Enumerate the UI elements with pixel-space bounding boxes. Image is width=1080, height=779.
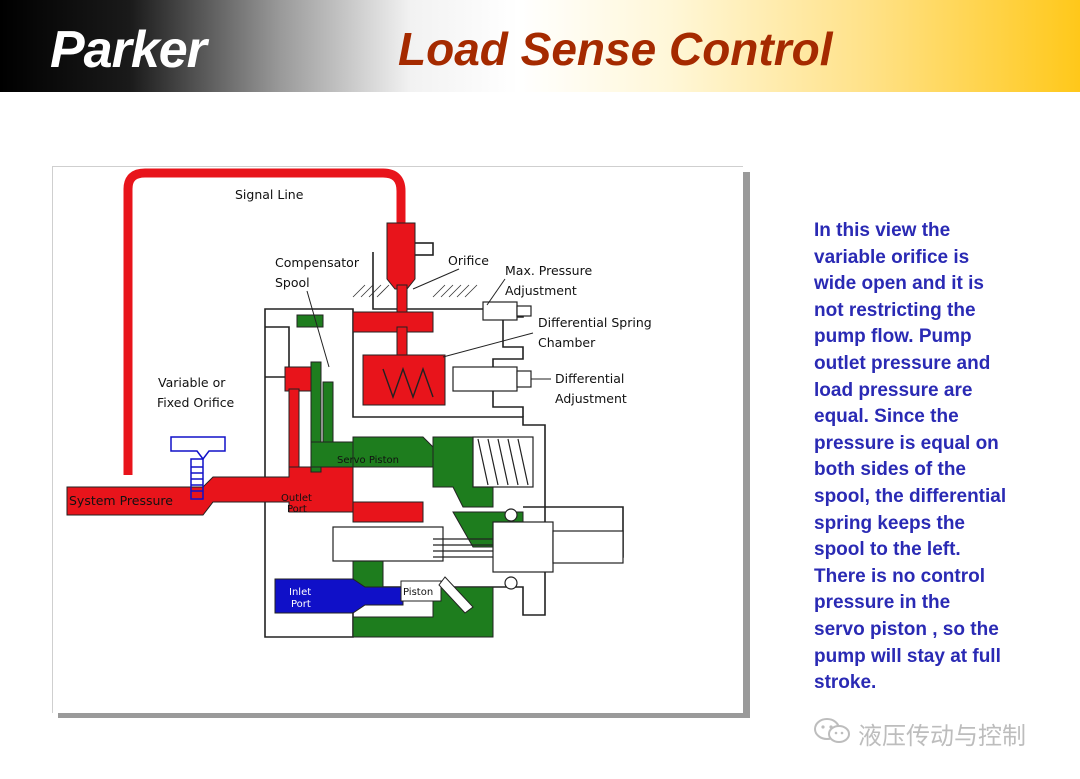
description-line: variable orifice is: [814, 246, 970, 268]
label-max-pressure-adjustment: Adjustment: [505, 283, 577, 298]
label-differential-adjustment: Adjustment: [555, 391, 627, 406]
header-banner: [0, 0, 1080, 92]
adjustment-screws: [452, 301, 532, 392]
description-line: pressure in the: [814, 592, 951, 614]
label-fixed-orifice: Fixed Orifice: [157, 395, 235, 410]
piston-block: [400, 576, 474, 614]
leader-lines: [306, 268, 551, 380]
description-line: not restricting the: [814, 299, 976, 321]
description-line: outlet pressure and: [814, 352, 991, 374]
label-piston: Piston: [403, 587, 433, 598]
description-line: There is no control: [814, 565, 986, 587]
label-inlet: Inlet: [289, 587, 311, 598]
description-line: spool, the differential: [814, 485, 1007, 507]
label-outlet: Outlet: [281, 493, 312, 504]
slide-title: Load Sense Control: [398, 23, 833, 75]
description-line: pump will stay at full: [814, 645, 1001, 667]
watermark-text: 液压传动与控制: [858, 721, 1026, 750]
label-outlet-port: Port: [287, 504, 307, 515]
description-line: stroke.: [814, 672, 877, 694]
description-line: load pressure are: [814, 379, 973, 401]
watermark: 液压传动与控制: [812, 716, 1026, 750]
pressure-passages: [66, 222, 446, 523]
description-line: spool to the left.: [814, 539, 961, 561]
label-signal-line: Signal Line: [235, 187, 304, 202]
label-max-pressure: Max. Pressure: [505, 263, 592, 278]
label-spool: Spool: [275, 275, 310, 290]
spring-coil: [382, 366, 434, 400]
inlet-passage: [274, 578, 404, 614]
description-line: both sides of the: [814, 459, 966, 481]
description-line: In this view the: [814, 220, 951, 241]
wechat-icon: [812, 716, 852, 751]
pump-diagram-panel: Signal Line Compensator Spool Orifice Ma…: [52, 166, 743, 713]
logo-text: Parker: [50, 21, 207, 79]
description-line: wide open and it is: [814, 273, 984, 295]
signal-line: [123, 168, 406, 475]
description-line: pump flow. Pump: [814, 326, 972, 348]
label-differential: Differential: [555, 371, 624, 386]
description-line: pressure is equal on: [814, 432, 999, 454]
label-servo-piston: Servo Piston: [337, 455, 399, 466]
label-chamber: Chamber: [538, 335, 596, 350]
pump-cross-section-diagram: Signal Line Compensator Spool Orifice Ma…: [66, 168, 652, 638]
variable-orifice: [170, 436, 226, 500]
label-compensator: Compensator: [275, 255, 360, 270]
parker-logo: Parker: [0, 20, 260, 80]
label-inlet-port: Port: [291, 599, 311, 610]
drive-shaft: [332, 508, 624, 590]
label-differential-spring: Differential Spring: [538, 315, 652, 330]
servo-spring: [472, 436, 534, 488]
description-line: spring keeps the: [814, 512, 965, 534]
label-orifice: Orifice: [448, 253, 489, 268]
label-variable-or: Variable or: [158, 375, 226, 390]
label-system-pressure: System Pressure: [69, 493, 173, 508]
description-line: servo piston , so the: [814, 618, 999, 640]
description-line: equal. Since the: [814, 406, 959, 428]
description-text: In this view the variable orifice is wid…: [814, 218, 1054, 697]
body-hatch: [352, 284, 478, 298]
